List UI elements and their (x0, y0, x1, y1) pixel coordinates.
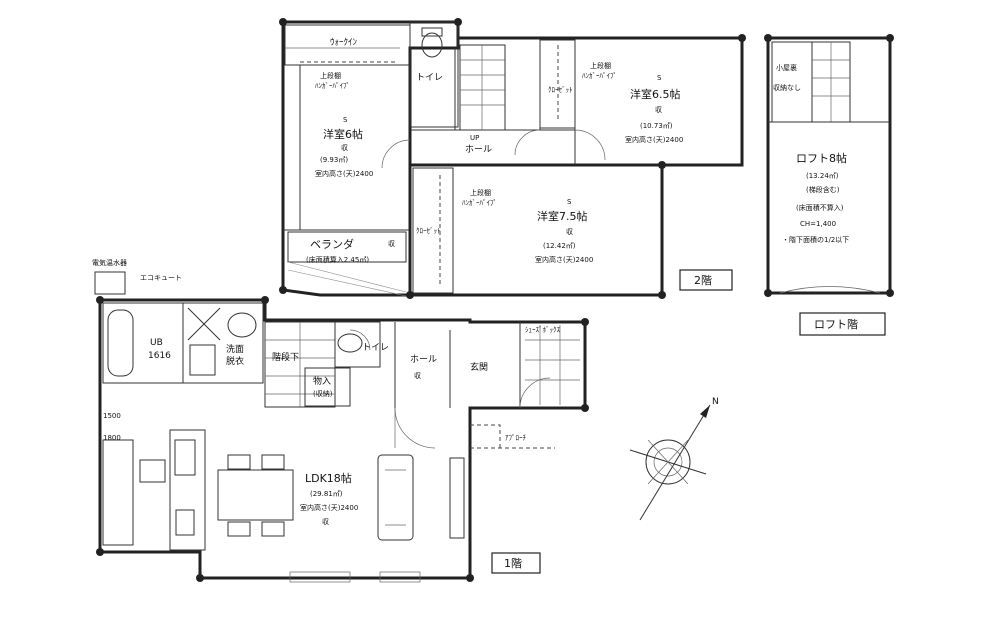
f2-room-left-name: 洋室6帖 (323, 127, 363, 141)
loft-note2: (床面積不算入) (796, 203, 844, 212)
f1-ldk-name: LDK18帖 (305, 472, 352, 485)
f1-dressing: 脱衣 (226, 355, 244, 367)
loft-storage-note: 収納なし (773, 83, 801, 92)
f2-room-right-name: 洋室6.5帖 (630, 87, 681, 101)
f2-veranda-storage: 収 (388, 240, 395, 248)
compass-north: N (712, 397, 719, 407)
loft-plan: 小屋裏 収納なし ロフト8帖 (13.24㎡) (梯段含む) (床面積不算入) … (764, 34, 894, 297)
f1-shoebox: ｼｭｰｽﾞﾎﾞｯｸｽ (525, 326, 560, 334)
f1-approach: ｱﾌﾟﾛｰﾁ (505, 434, 526, 442)
f1-wash: 洗面 (226, 343, 244, 355)
f1-storage-closet: 物入 (313, 375, 331, 387)
f2-walkin-closet: ｳｫｰｸｲﾝ (330, 37, 358, 48)
f2-hanger-pipe-left: ﾊﾝｶﾞｰﾊﾟｲﾌﾟ (315, 82, 350, 90)
f1-ldk-storage: 収 (322, 518, 329, 526)
f1-ldk-ceiling: 室内高さ(天)2400 (300, 503, 358, 512)
f2-room-left-ceiling: 室内高さ(天)2400 (315, 169, 373, 178)
f1-entrance: 玄関 (470, 361, 488, 373)
f2-room-center-storage: 収 (566, 228, 573, 236)
f1-floor-label: 1階 (504, 556, 522, 570)
f2-room-center-area: (12.42㎡) (543, 242, 576, 250)
f2-room-left-storage: 収 (341, 144, 348, 152)
f2-room-left-area: (9.93㎡) (320, 156, 348, 164)
floor2-wall-left (281, 20, 460, 297)
f2-room-right-badge: S (657, 74, 662, 82)
loft-label-box (799, 312, 886, 336)
f1-hall-storage: 収 (414, 372, 421, 380)
f1-water-heater: 電気温水器 (92, 258, 127, 267)
loft-note3: ・階下面積の1/2以下 (782, 235, 849, 244)
loft-area: (13.24㎡) (806, 172, 839, 180)
f2-hanger-pipe-mid: ﾊﾝｶﾞｰﾊﾟｲﾌﾟ (582, 72, 617, 80)
f1-storage-under: 階段下 (272, 351, 299, 363)
f2-room-right-storage: 収 (655, 106, 662, 114)
f2-closet-c: ｸﾛｰｾﾞｯﾄ (416, 227, 441, 235)
floor1-plan: 電気温水器 エコキュート UB 1616 洗面 脱衣 階段下 物入 (収納) ト… (92, 258, 589, 583)
f2-floor-label: 2階 (694, 273, 712, 287)
f1-toilet: トイレ (362, 343, 389, 353)
floor2-wall-right (410, 36, 744, 297)
loft-storage: 小屋裏 (776, 63, 797, 72)
f1-ub: UB (150, 338, 163, 348)
f2-veranda-area: (床面積算入2.45㎡) (306, 255, 369, 264)
f1-eco-cute: エコキュート (140, 274, 182, 282)
loft-height: CH=1,400 (800, 220, 836, 228)
f1-ldk-area: (29.81㎡) (310, 490, 343, 498)
f2-room-center-badge: S (567, 198, 572, 206)
f2-room-center-ceiling: 室内高さ(天)2400 (535, 255, 593, 264)
f2-veranda: ベランダ (310, 237, 354, 251)
compass-rose: N (629, 397, 719, 521)
f2-upper-hanger-mid: 上段棚 (590, 61, 611, 70)
f1-dim-left: 1500 (103, 412, 121, 420)
floor2-plan: ｳｫｰｸｲﾝ 上段棚 ﾊﾝｶﾞｰﾊﾟｲﾌﾟ トイレ S 洋室6帖 収 (9.93… (279, 18, 746, 299)
f1-storage-closet-note: (収納) (313, 389, 333, 398)
f2-hanger-pipe-c: ﾊﾝｶﾞｰﾊﾟｲﾌﾟ (462, 199, 497, 207)
f2-toilet: トイレ (416, 73, 443, 83)
f2-room-center-name: 洋室7.5帖 (537, 209, 588, 223)
f2-room-left-badge: S (343, 116, 348, 124)
f2-up: UP (470, 134, 479, 142)
f1-label-box (491, 552, 541, 574)
f2-upper-hanger-left: 上段棚 (320, 71, 341, 80)
f2-room-right-ceiling: 室内高さ(天)2400 (625, 135, 683, 144)
f2-closet-mid: ｸﾛｰｾﾞｯﾄ (548, 86, 573, 94)
f1-dim-right: 1800 (103, 434, 121, 442)
f2-room-right-area: (10.73㎡) (640, 122, 673, 130)
f2-label-box (679, 269, 733, 291)
f1-ub-size: 1616 (148, 351, 171, 361)
loft-note1: (梯段含む) (806, 185, 840, 194)
f2-hall: ホール (465, 144, 492, 155)
loft-wall (766, 36, 892, 295)
f1-hall: ホール (410, 354, 437, 365)
loft-floor-label: ロフト階 (814, 317, 858, 331)
loft-name: ロフト8帖 (796, 152, 847, 165)
f2-upper-hanger-c: 上段棚 (470, 188, 491, 197)
